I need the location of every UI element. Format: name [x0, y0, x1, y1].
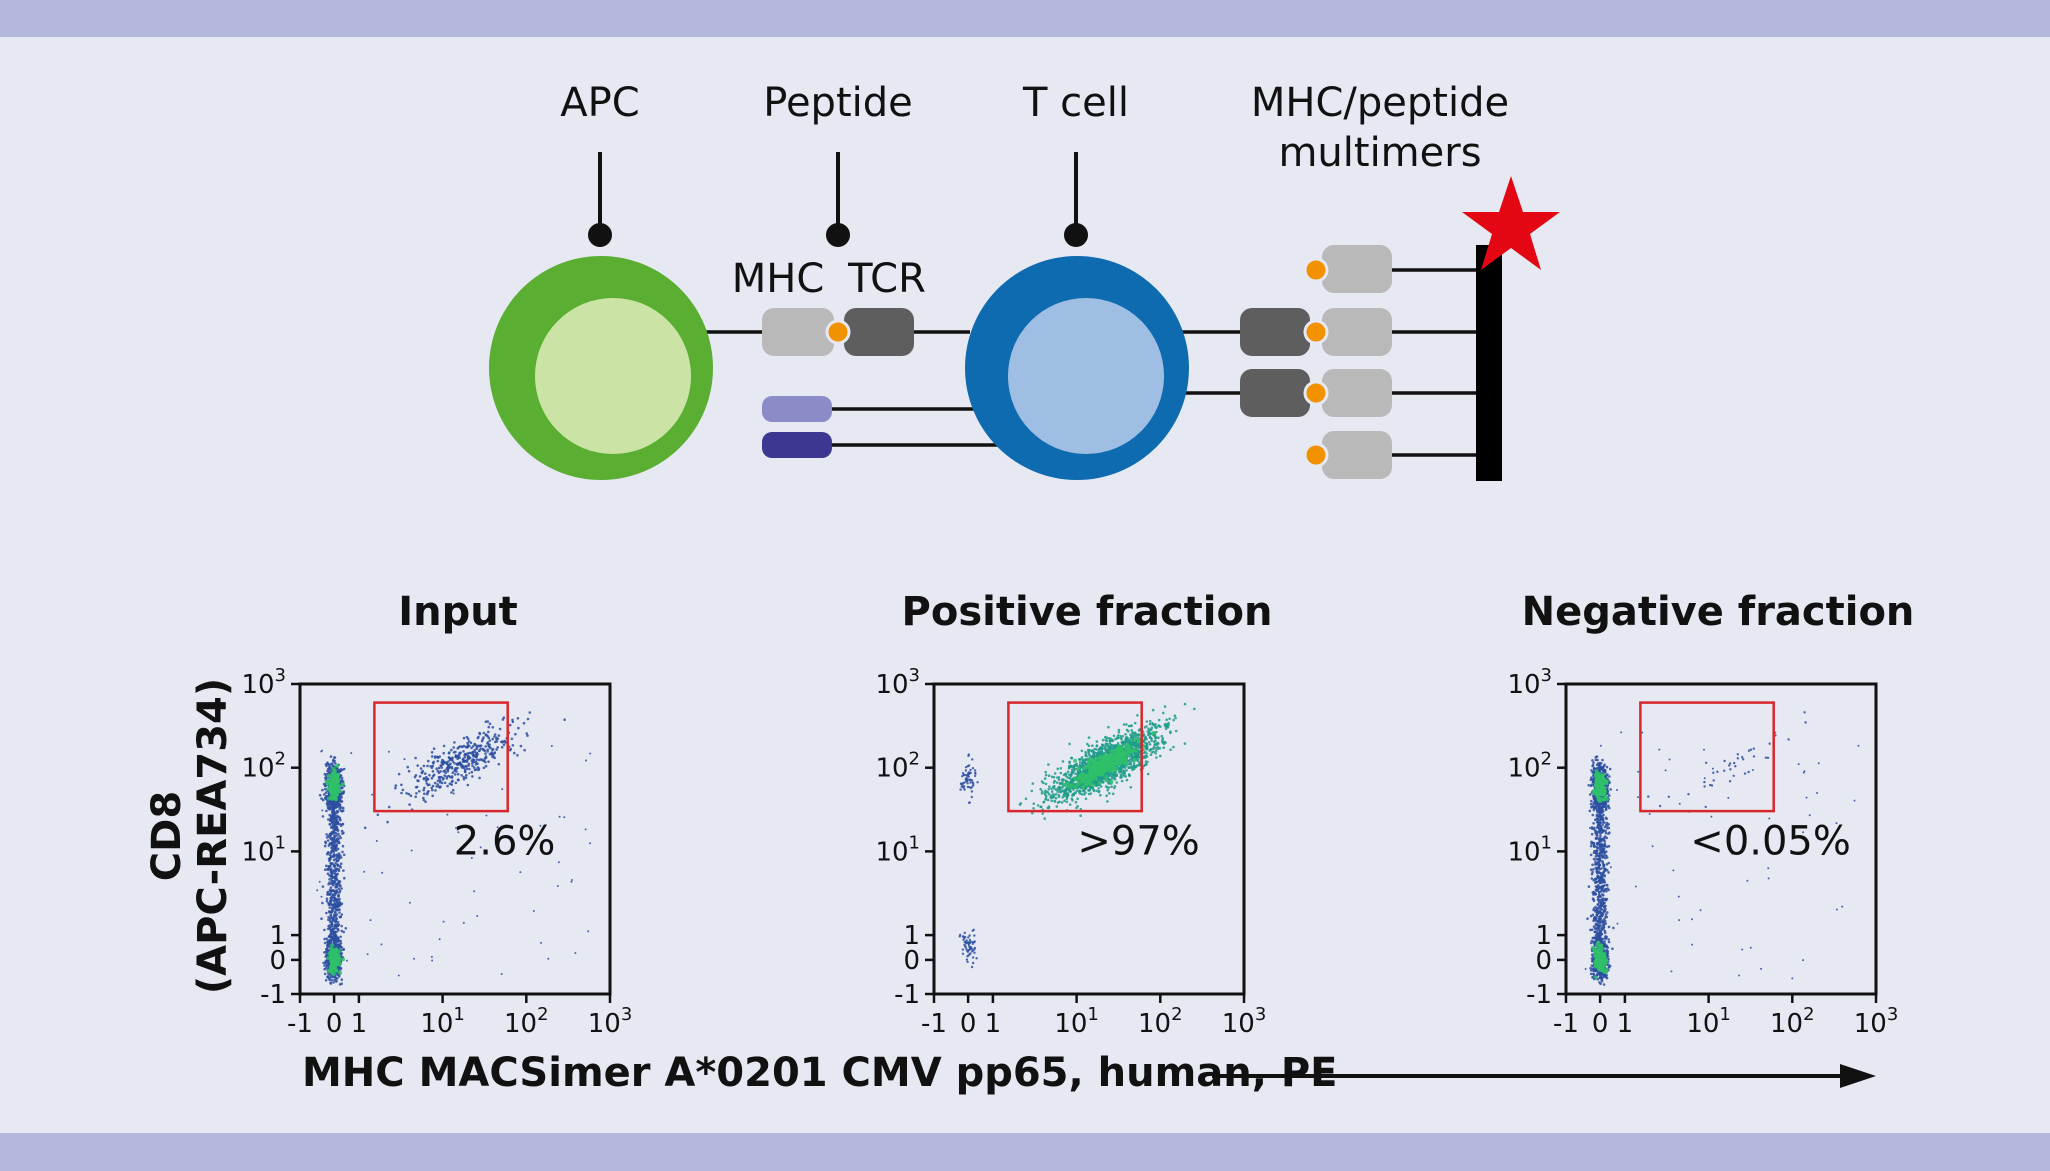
multimer-mhc-4 — [1322, 431, 1392, 479]
plot-frame — [298, 682, 612, 996]
gate-percent: >97% — [1077, 819, 1199, 865]
x-tick-label: -1 — [1553, 1009, 1579, 1039]
mhc-label: MHC — [732, 256, 825, 302]
y-tick-label: 1 — [269, 921, 286, 951]
y-tick-label: -1 — [260, 980, 286, 1010]
coreceptor-light — [762, 396, 832, 422]
multimer-peptide-4 — [1303, 442, 1329, 468]
y-tick-label: -1 — [1526, 980, 1552, 1010]
y-tick-label: 103 — [875, 665, 920, 700]
y-tick-label: 1 — [903, 921, 920, 951]
y-tick-label: 101 — [875, 832, 920, 867]
y-tick-label: 102 — [241, 749, 286, 784]
peptide-dot — [825, 319, 851, 345]
x-tick-label: 103 — [1222, 1004, 1267, 1039]
x-tick-label: 1 — [351, 1009, 368, 1039]
x-axis-label: MHC MACSimer A*0201 CMV pp65, human, PE — [302, 1050, 1338, 1096]
tcr-label: TCR — [847, 256, 926, 302]
y-tick-label: 102 — [875, 749, 920, 784]
y-axis-label-line1: CD8 — [144, 791, 190, 881]
x-axis-arrow-head — [1840, 1064, 1876, 1088]
multimer-mhc-2 — [1322, 308, 1392, 356]
x-tick-label: 1 — [1617, 1009, 1634, 1039]
x-tick-label: 101 — [420, 1004, 465, 1039]
peptide-label: Peptide — [763, 80, 913, 126]
multimer-mhc-3 — [1322, 369, 1392, 417]
y-axis-label: CD8 (APC-REA734) — [144, 678, 236, 994]
x-tick-label: 1 — [985, 1009, 1002, 1039]
bottom-band — [0, 1133, 2050, 1171]
tcr-molecule — [844, 308, 914, 356]
plot-title: Input — [398, 589, 518, 635]
y-tick-label: 0 — [269, 946, 286, 976]
x-tick-label: 103 — [588, 1004, 633, 1039]
gate-percent: 2.6% — [454, 819, 556, 865]
gate-rectangle — [373, 701, 509, 813]
gate-percent: <0.05% — [1690, 819, 1851, 865]
y-tick-label: 102 — [1507, 749, 1552, 784]
y-tick-label: 103 — [241, 665, 286, 700]
cell-interaction-diagram: APC Peptide T cell MHC/peptide multimers — [489, 80, 1560, 481]
plot-frame — [1564, 682, 1878, 996]
multimer-mhc-1 — [1322, 245, 1392, 293]
x-tick-label: -1 — [287, 1009, 313, 1039]
t-cell-nucleus — [1008, 298, 1164, 454]
apc-label: APC — [560, 80, 639, 126]
multimer-tcr-2 — [1240, 369, 1310, 417]
apc-nucleus — [535, 298, 691, 454]
y-axis-label-line2: (APC-REA734) — [190, 678, 236, 994]
x-tick-label: 102 — [1770, 1004, 1815, 1039]
y-tick-label: 1 — [1535, 921, 1552, 951]
y-tick-label: 103 — [1507, 665, 1552, 700]
x-tick-label: 0 — [960, 1009, 977, 1039]
gate-rectangle — [1639, 701, 1775, 813]
y-tick-label: 0 — [903, 946, 920, 976]
pointer-lines — [588, 152, 1088, 247]
y-tick-label: 101 — [241, 832, 286, 867]
x-tick-label: 0 — [326, 1009, 343, 1039]
multimer-peptide-1 — [1303, 257, 1329, 283]
multimer-peptide-3 — [1303, 380, 1329, 406]
y-tick-label: -1 — [894, 980, 920, 1010]
plot-title: Negative fraction — [1522, 589, 1915, 635]
x-tick-label: 102 — [504, 1004, 549, 1039]
scatter-dots — [958, 702, 1196, 969]
multimer-backbone — [1476, 245, 1502, 481]
x-tick-label: 0 — [1592, 1009, 1609, 1039]
x-tick-label: 101 — [1054, 1004, 1099, 1039]
x-tick-label: 103 — [1854, 1004, 1899, 1039]
multimer-peptide-2 — [1303, 319, 1329, 345]
multimer-complex — [1240, 176, 1560, 481]
coreceptor-dark — [762, 432, 832, 458]
multimer-label-line2: multimers — [1278, 130, 1481, 176]
y-tick-label: 0 — [1535, 946, 1552, 976]
tcell-label: T cell — [1022, 80, 1129, 126]
top-band — [0, 0, 2050, 37]
plot-title: Positive fraction — [902, 589, 1273, 635]
x-tick-label: 101 — [1686, 1004, 1731, 1039]
y-tick-label: 101 — [1507, 832, 1552, 867]
x-tick-label: 102 — [1138, 1004, 1183, 1039]
mhc-molecule — [762, 308, 834, 356]
multimer-label-line1: MHC/peptide — [1251, 80, 1509, 126]
plot-frame — [932, 682, 1246, 996]
gate-rectangle — [1007, 701, 1143, 813]
star-icon — [1462, 176, 1560, 270]
multimer-tcr-1 — [1240, 308, 1310, 356]
scatter-dots — [1584, 711, 1860, 986]
scatter-dots — [316, 711, 592, 986]
x-tick-label: -1 — [921, 1009, 947, 1039]
